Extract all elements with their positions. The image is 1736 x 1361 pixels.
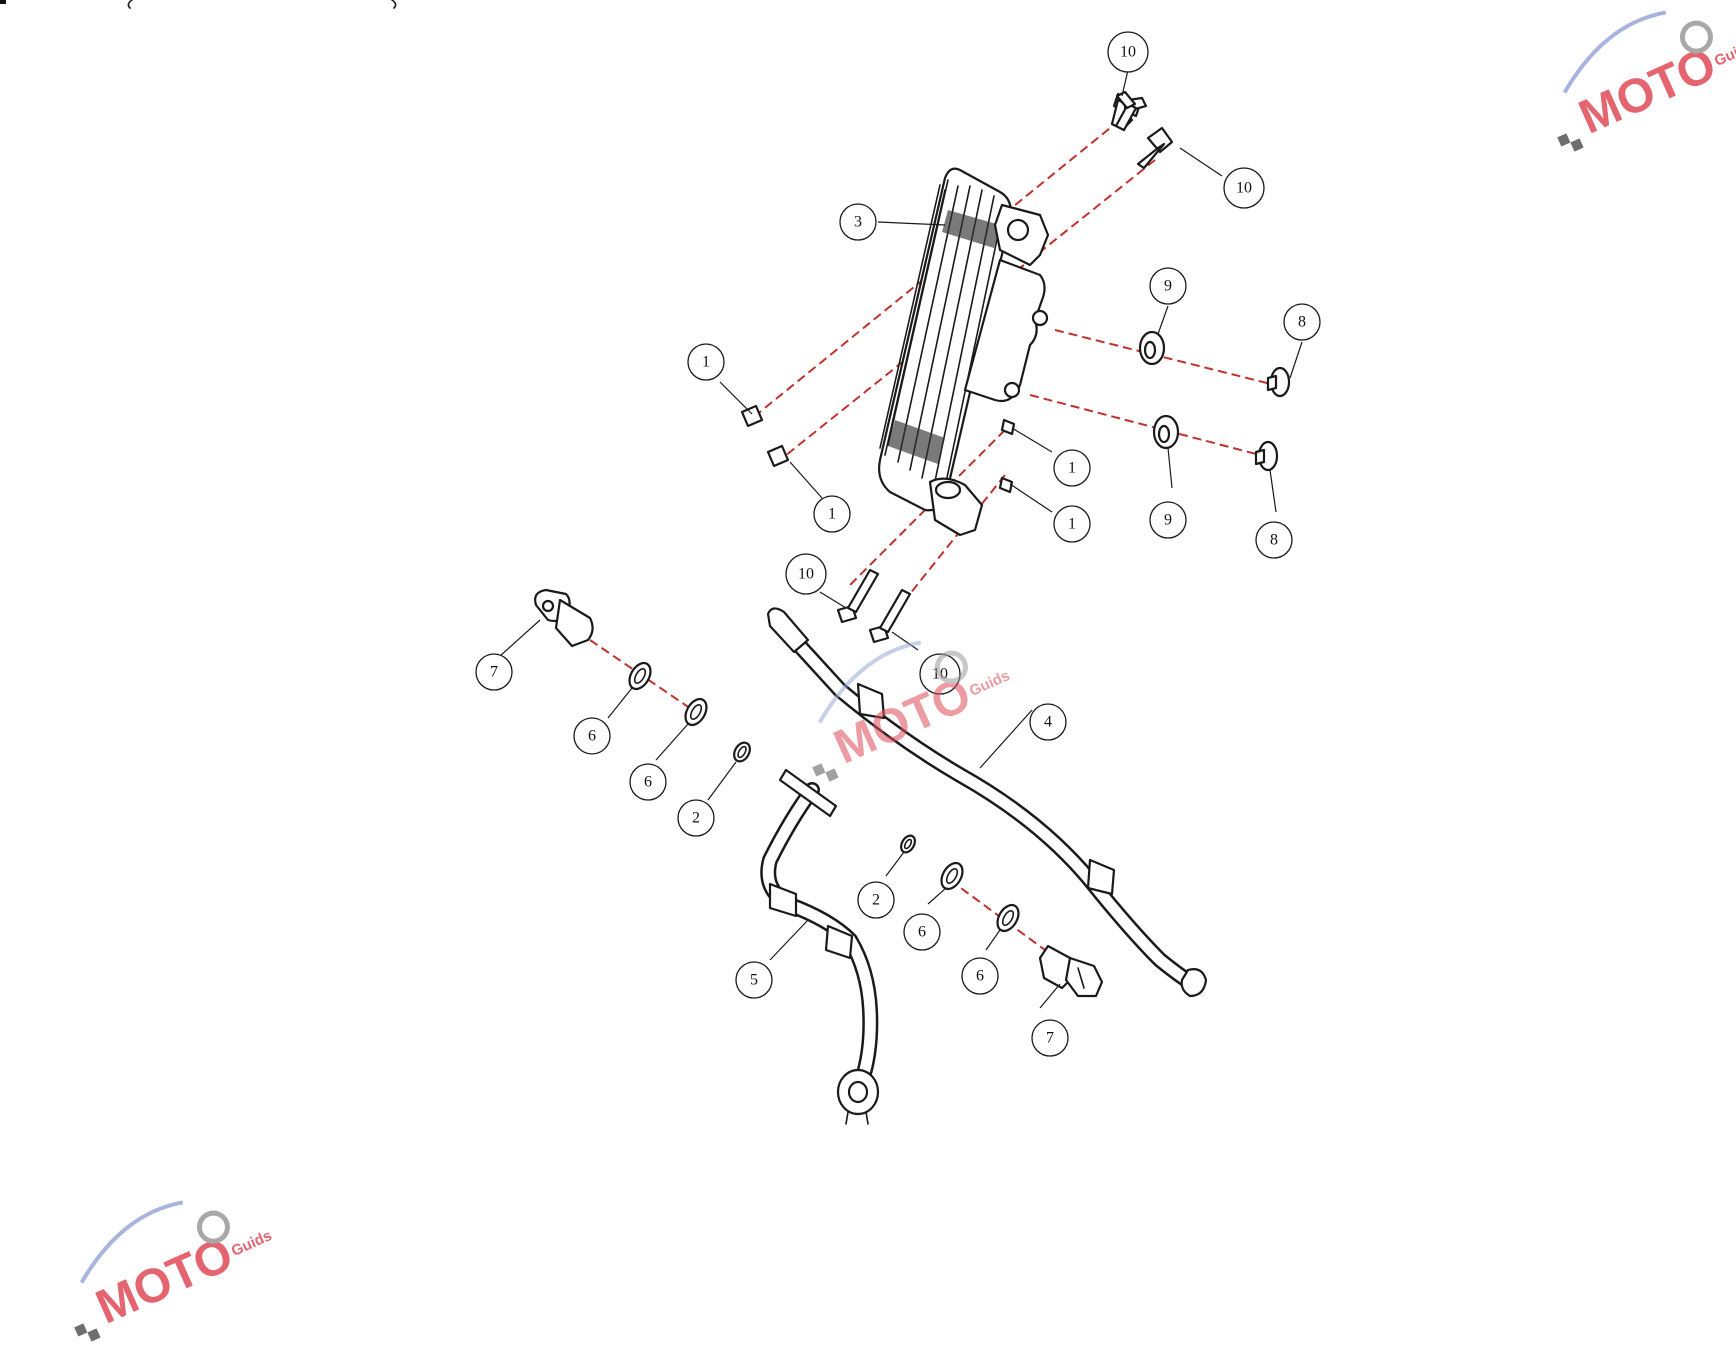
- grommet-9-upper: [1138, 330, 1166, 366]
- svg-text:2: 2: [692, 810, 700, 827]
- svg-text:10: 10: [798, 566, 814, 583]
- callout-7-upper: 7: [475, 653, 513, 691]
- svg-text:10: 10: [1120, 44, 1136, 61]
- callout-6-upper-b: 6: [629, 763, 667, 801]
- clip-1b: [766, 444, 790, 468]
- svg-text:Guids: Guids: [967, 667, 1013, 700]
- svg-text:1: 1: [828, 506, 836, 523]
- oil-hose-5: [760, 768, 880, 1125]
- cooler-fins-top: [942, 210, 1000, 248]
- svg-text:6: 6: [644, 774, 652, 791]
- svg-text:8: 8: [1270, 532, 1278, 549]
- callout-1-left-lower: 1: [813, 495, 851, 533]
- svg-text:10: 10: [1236, 180, 1252, 197]
- svg-text:5: 5: [750, 972, 758, 989]
- bolt-bottom-2: [868, 588, 912, 644]
- callout-1-right-upper: 1: [1053, 449, 1091, 487]
- pin-8-upper: [1266, 366, 1291, 398]
- svg-text:9: 9: [1164, 512, 1172, 529]
- svg-text:7: 7: [1046, 1030, 1054, 1047]
- pin-8-lower: [1254, 440, 1279, 472]
- washer-6-upper-a: [628, 661, 652, 691]
- grommet-9-lower: [1152, 414, 1180, 450]
- bolt-top-2: [1136, 126, 1174, 170]
- svg-text:7: 7: [490, 664, 498, 681]
- svg-text:1: 1: [702, 354, 710, 371]
- callout-1-right-lower: 1: [1053, 505, 1091, 543]
- cooler-fins-bottom: [888, 420, 945, 464]
- bolt-top-1-shank: [1114, 90, 1148, 132]
- svg-text:6: 6: [918, 924, 926, 941]
- svg-text:1: 1: [1068, 460, 1076, 477]
- svg-text:6: 6: [588, 728, 596, 745]
- washer-6-upper-b: [684, 697, 708, 727]
- washer-6-lower-a: [940, 861, 964, 891]
- banjo-bolt-7-lower: [1038, 944, 1104, 998]
- svg-text:2: 2: [872, 892, 880, 909]
- svg-text:1: 1: [1068, 516, 1076, 533]
- svg-text:Guids: Guids: [1712, 37, 1736, 70]
- washer-2-lower: [900, 834, 916, 854]
- watermark-logo-bottom-left: MOTO Guids: [74, 1200, 275, 1342]
- callout-9-lower: 9: [1149, 501, 1187, 539]
- gear-icon: [1679, 20, 1713, 54]
- callout-1-left-upper: 1: [687, 343, 725, 381]
- svg-text:8: 8: [1298, 314, 1306, 331]
- callout-8-lower: 8: [1255, 521, 1293, 559]
- callout-2-lower: 2: [857, 881, 895, 919]
- callout-4: 4: [1029, 703, 1067, 741]
- callout-9-upper: 9: [1149, 267, 1187, 305]
- callout-3: 3: [839, 203, 877, 241]
- callout-10-bottom-left: 10: [785, 553, 827, 595]
- washer-2-upper: [733, 741, 751, 763]
- washer-6-lower-b: [996, 903, 1020, 933]
- callouts: 10 10 3 9 8 1 1 1 1 9 8 10 10 7 6 6 2 4 …: [475, 31, 1321, 1057]
- svg-text:Guids: Guids: [229, 1227, 275, 1260]
- oil-cooler: [878, 167, 1050, 537]
- callout-6-upper-a: 6: [573, 717, 611, 755]
- cropped-header-remnant: [0, 0, 397, 9]
- gear-icon: [934, 650, 968, 684]
- clip-1a: [740, 404, 764, 428]
- callout-7-lower: 7: [1031, 1019, 1069, 1057]
- callout-10-top: 10: [1107, 31, 1149, 73]
- svg-text:3: 3: [854, 214, 862, 231]
- svg-text:9: 9: [1164, 278, 1172, 295]
- leader-lines: [499, 69, 1303, 1009]
- callout-6-lower-b: 6: [961, 957, 999, 995]
- bolt-bottom-1: [836, 568, 880, 624]
- oil-hose-4: [766, 607, 1208, 998]
- svg-text:6: 6: [976, 968, 984, 985]
- banjo-bolt-7-upper: [534, 588, 594, 648]
- svg-text:4: 4: [1044, 714, 1052, 731]
- callout-2-upper: 2: [677, 799, 715, 837]
- watermark-logo-top-right: MOTO Guids: [1557, 10, 1736, 152]
- callout-10-top-right: 10: [1223, 167, 1265, 209]
- gear-icon: [196, 1210, 230, 1244]
- callout-6-lower-a: 6: [903, 913, 941, 951]
- callout-5: 5: [735, 961, 773, 999]
- callout-8-upper: 8: [1283, 303, 1321, 341]
